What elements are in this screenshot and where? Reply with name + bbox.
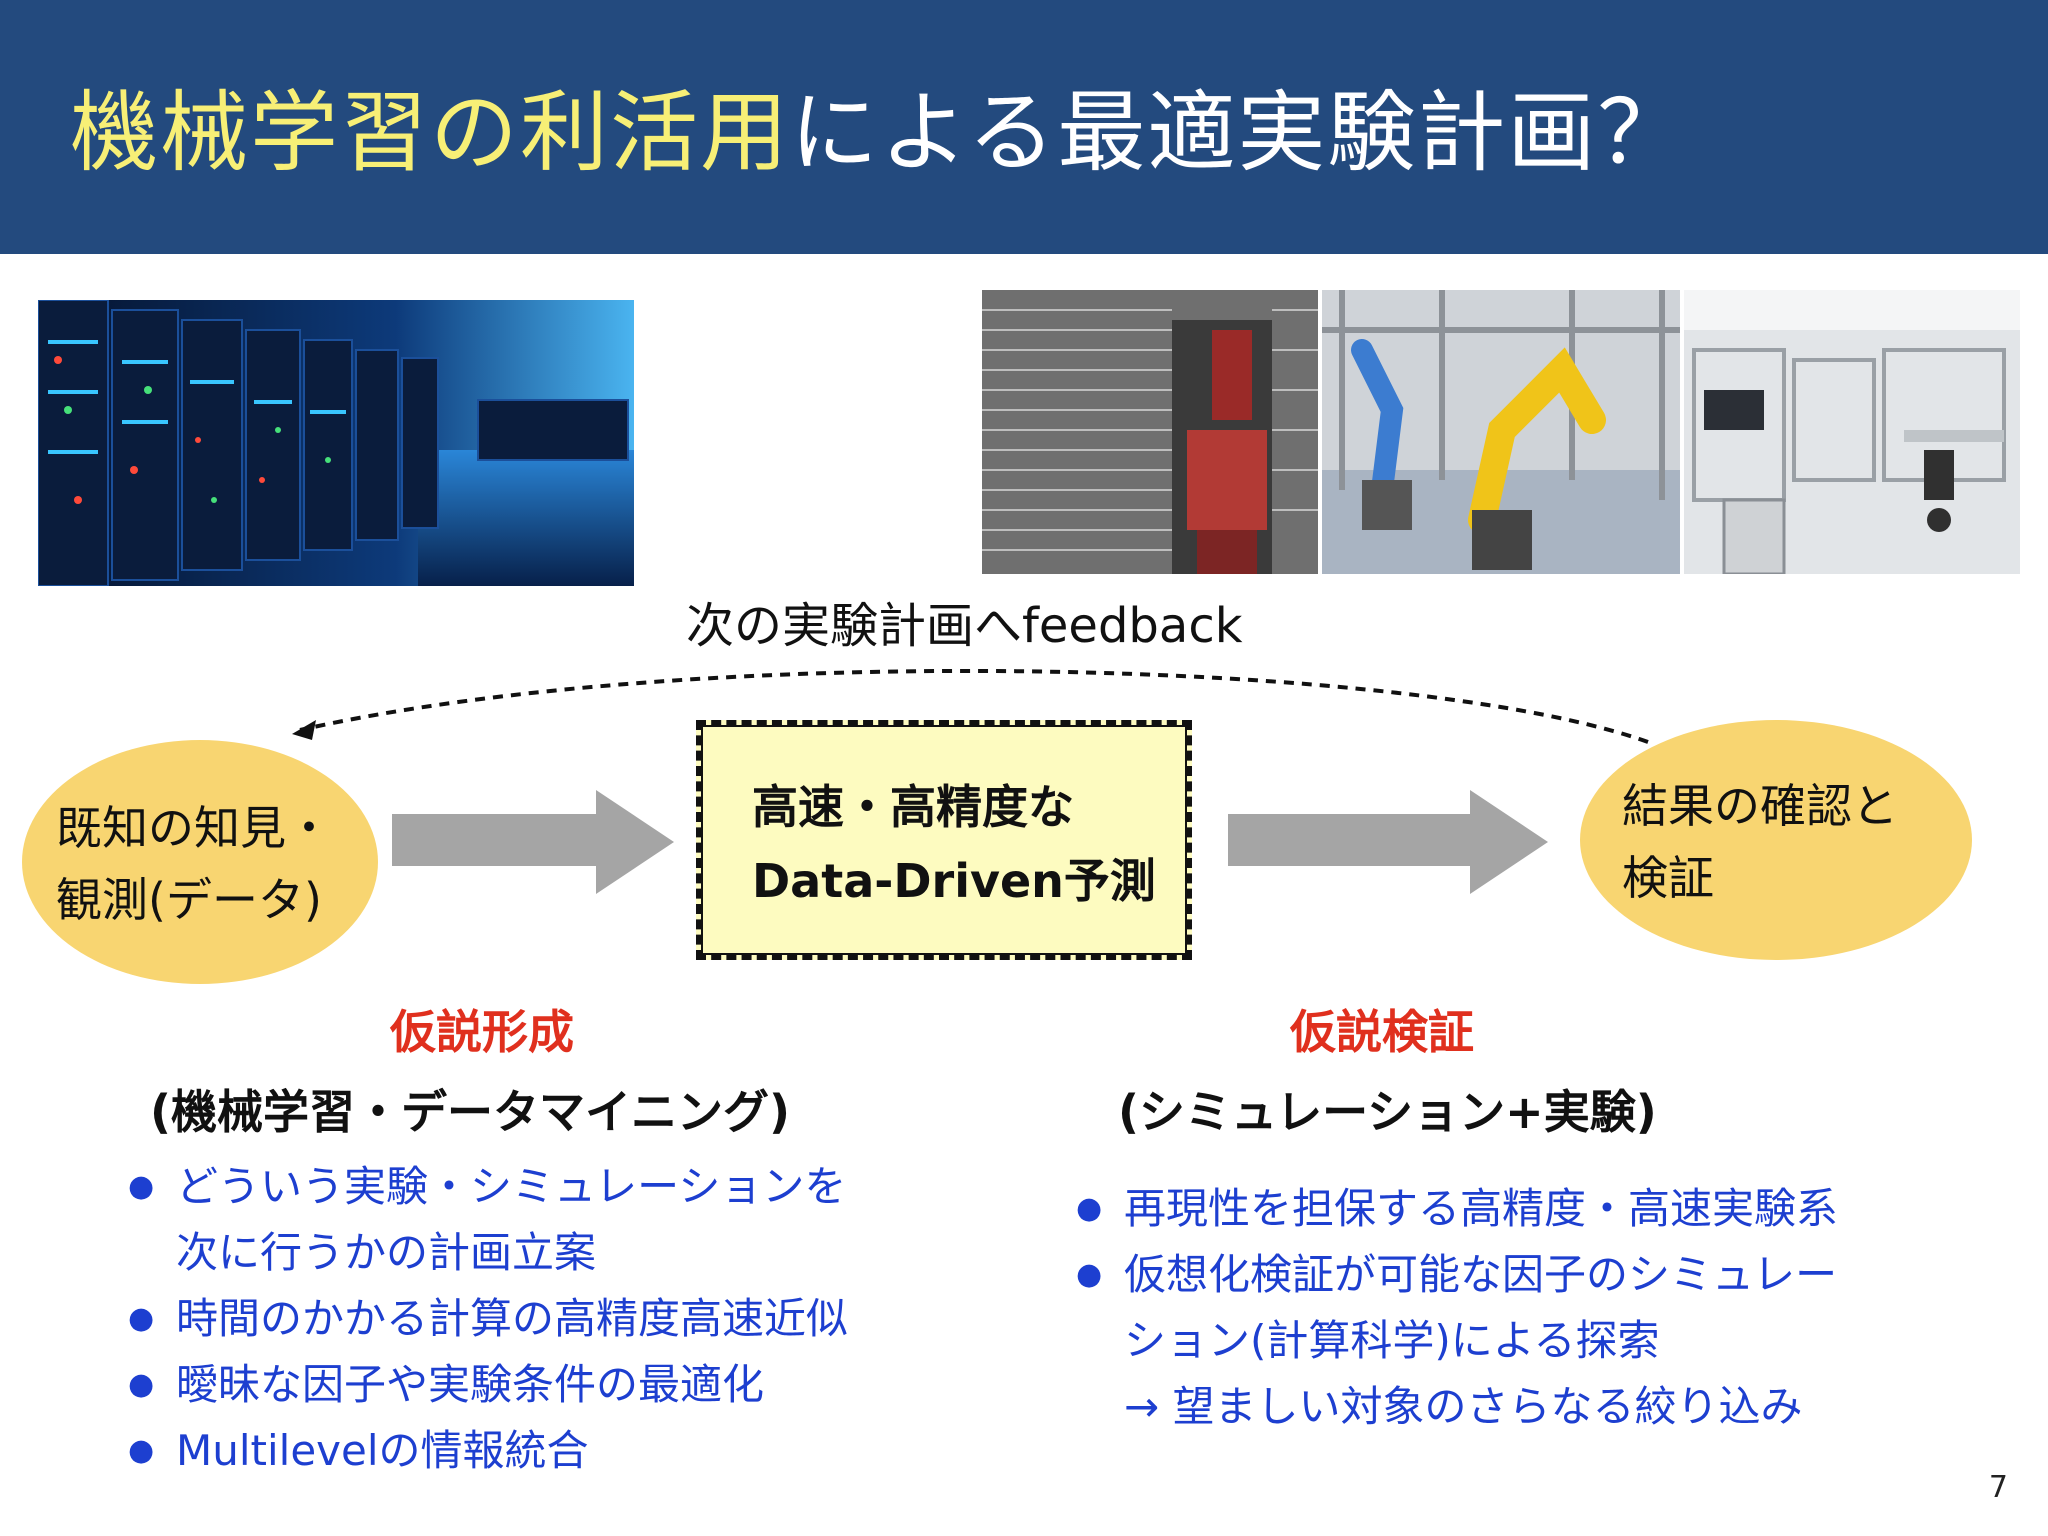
bullet-icon: ● bbox=[128, 1367, 155, 1402]
feedback-arrowhead bbox=[292, 720, 316, 740]
knowledge-node-line-2: 観測(データ) bbox=[56, 873, 322, 927]
list-item: → 望ましい対象のさらなる絞り込み bbox=[1124, 1382, 1803, 1431]
list-item: ション(計算科学)による探索 bbox=[1124, 1316, 1660, 1365]
verification-node-line-1: 結果の確認と bbox=[1622, 779, 1898, 833]
list-item: ●どういう実験・シミュレーションを bbox=[128, 1154, 848, 1220]
list-item: ●Multilevelの情報統合 bbox=[128, 1418, 848, 1484]
flow-arrow-left bbox=[392, 790, 674, 894]
title-bar: 機械学習の利活用による最適実験計画？ bbox=[0, 0, 2048, 254]
prediction-box-text: 高速・高精度な Data-Driven予測 bbox=[752, 770, 1156, 918]
verification-node bbox=[1580, 720, 1972, 960]
list-item: ●曖昧な因子や実験条件の最適化 bbox=[128, 1352, 848, 1418]
flow-arrow-right bbox=[1228, 790, 1548, 894]
verification-node-text: 結果の確認と 検証 bbox=[1622, 770, 1898, 914]
hypothesis-verification-subtitle: (シミュレーション+実験) bbox=[1118, 1085, 1657, 1139]
hypothesis-formation-subtitle: (機械学習・データマイニング) bbox=[150, 1085, 791, 1139]
prediction-line-2: Data-Driven予測 bbox=[752, 854, 1156, 908]
knowledge-node bbox=[22, 740, 378, 984]
bullet-icon: ● bbox=[128, 1433, 155, 1468]
feedback-label: 次の実験計画へfeedback bbox=[686, 598, 1243, 654]
list-item: ●時間のかかる計算の高精度高速近似 bbox=[128, 1286, 848, 1352]
lab-storage-photo bbox=[982, 290, 1318, 574]
hypothesis-verification-list: ●再現性を担保する高精度・高速実験系 ●仮想化検証が可能な因子のシミュレー ショ… bbox=[1076, 1176, 1838, 1440]
hypothesis-formation-title: 仮説形成 bbox=[390, 1005, 574, 1059]
knowledge-node-text: 既知の知見・ 観測(データ) bbox=[56, 792, 332, 936]
title-highlight: 機械学習の利活用 bbox=[70, 81, 791, 184]
list-item: ●再現性を担保する高精度・高速実験系 bbox=[1076, 1176, 1838, 1242]
prediction-box bbox=[696, 720, 1192, 960]
bullet-icon: ● bbox=[128, 1301, 155, 1336]
list-item: ●仮想化検証が可能な因子のシミュレー bbox=[1076, 1242, 1838, 1308]
title-rest: による最適実験計画？ bbox=[790, 81, 1688, 184]
prediction-line-1: 高速・高精度な bbox=[752, 780, 1074, 834]
bullet-icon: ● bbox=[1076, 1257, 1103, 1292]
page-number: 7 bbox=[1988, 1470, 2008, 1505]
list-item: 次に行うかの計画立案 bbox=[176, 1228, 597, 1277]
knowledge-node-line-1: 既知の知見・ bbox=[56, 801, 332, 855]
bullet-icon: ● bbox=[128, 1169, 155, 1204]
hypothesis-formation-list: ●どういう実験・シミュレーションを 次に行うかの計画立案 ●時間のかかる計算の高… bbox=[128, 1154, 848, 1484]
server-room-photo bbox=[38, 300, 634, 586]
verification-node-line-2: 検証 bbox=[1622, 851, 1714, 905]
clean-lab-photo bbox=[1684, 290, 2020, 574]
robot-arm-photo bbox=[1322, 290, 1680, 574]
slide-title: 機械学習の利活用による最適実験計画？ bbox=[70, 78, 1687, 188]
hypothesis-verification-title: 仮説検証 bbox=[1290, 1005, 1474, 1059]
bullet-icon: ● bbox=[1076, 1191, 1103, 1226]
